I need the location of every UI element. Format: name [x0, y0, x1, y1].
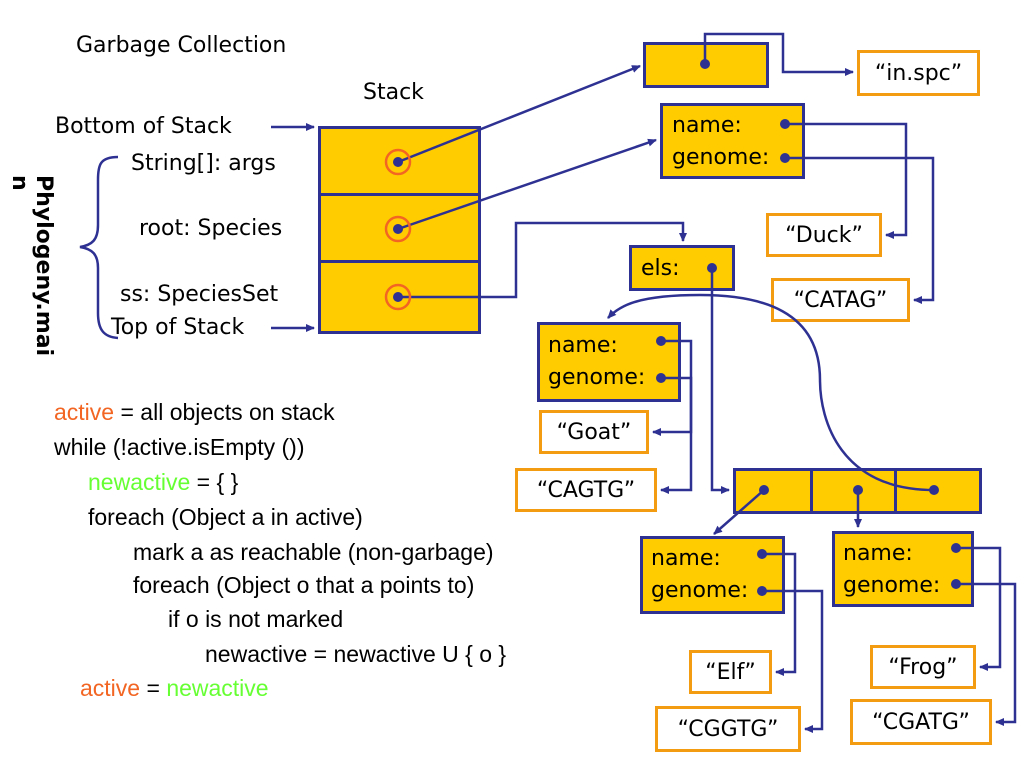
- frog-genome-field: genome:: [843, 573, 941, 598]
- stack-frame-label: Phylogeny.mai n: [7, 175, 56, 357]
- algorithm-line-6: foreach (Object o that a points to): [133, 572, 475, 598]
- algorithm-line-3-text: = { }: [190, 469, 239, 495]
- elf-string: “Elf”: [689, 650, 772, 694]
- stack-slot-root: [318, 193, 481, 263]
- els-pointer: [710, 268, 730, 494]
- catag-string: “CATAG”: [771, 278, 910, 322]
- cgatg-string: “CGATG”: [850, 699, 992, 745]
- root-genome-field: genome:: [672, 145, 770, 170]
- stack-frame-brace: [79, 155, 119, 340]
- goat-genome-field: genome:: [548, 365, 646, 390]
- algorithm-line-7: if o is not marked: [168, 606, 344, 632]
- algorithm-line-1: active = all objects on stack: [54, 397, 335, 427]
- elf-name-field: name:: [651, 546, 721, 571]
- stack-slot-args: [318, 126, 481, 196]
- algorithm-line-3: newactive = { }: [88, 467, 238, 497]
- algorithm-line-9: active = newactive: [80, 673, 269, 703]
- els-array-object: [733, 468, 982, 514]
- keyword-active: active: [54, 399, 115, 425]
- keyword-active-2: active: [80, 675, 141, 701]
- bottom-of-stack-label: Bottom of Stack: [55, 114, 232, 139]
- algorithm-line-8: newactive = newactive U { o }: [205, 641, 507, 667]
- elf-genome-field: genome:: [651, 578, 749, 603]
- stack-var-ss: ss: SpeciesSet: [120, 282, 279, 307]
- goat-name-field: name:: [548, 333, 618, 358]
- frog-species-object: [832, 531, 974, 607]
- page-title: Garbage Collection: [76, 33, 287, 58]
- algorithm-line-1-text: = all objects on stack: [114, 399, 335, 425]
- cagtg-string: “CAGTG”: [515, 468, 657, 512]
- stack-slot-ss: [318, 260, 481, 334]
- stack-var-root: root: Species: [139, 216, 283, 241]
- els-field: els:: [641, 256, 680, 281]
- frog-name-field: name:: [843, 541, 913, 566]
- algorithm-line-5: mark a as reachable (non-garbage): [133, 539, 494, 565]
- algorithm-line-9-eq: =: [140, 675, 167, 701]
- duck-string: “Duck”: [766, 213, 882, 257]
- args-array-object: [643, 42, 769, 88]
- els-array-divider-1: [810, 468, 813, 514]
- stack-heading: Stack: [363, 80, 424, 105]
- algorithm-line-2: while (!active.isEmpty ()): [54, 434, 305, 460]
- root-name-field: name:: [672, 113, 742, 138]
- els-array-divider-2: [894, 468, 897, 514]
- top-of-stack-label: Top of Stack: [111, 315, 245, 340]
- goat-string: “Goat”: [539, 410, 649, 454]
- stack-var-args: String[]: args: [131, 151, 276, 176]
- algorithm-line-4: foreach (Object a in active): [88, 504, 363, 530]
- frog-string: “Frog”: [870, 645, 976, 689]
- keyword-newactive-2: newactive: [166, 675, 269, 701]
- cggtg-string: “CGGTG”: [655, 706, 801, 752]
- args-string-in-spc: “in.spc”: [857, 50, 980, 96]
- keyword-newactive: newactive: [88, 469, 191, 495]
- root-species-object: [660, 103, 805, 179]
